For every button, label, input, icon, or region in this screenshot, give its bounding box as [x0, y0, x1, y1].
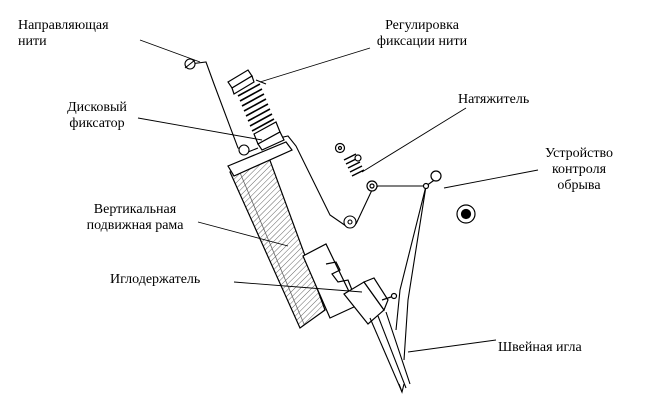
needle-holder-label: Иглодержатель: [110, 272, 200, 288]
tensioner-label: Натяжитель: [458, 92, 529, 108]
needle-holder: [302, 243, 398, 325]
disk-clamp-label-line1: Дисковый: [67, 100, 127, 115]
thread-guide: [184, 58, 196, 70]
disk-clamp-label: Дисковый фиксатор: [56, 100, 138, 132]
tensioner-spring: [334, 142, 378, 192]
break-control-device: [422, 170, 476, 224]
tension-adjust-label: Регулировка фиксации нити: [368, 18, 476, 50]
thread-guide-label-line2: нити: [18, 34, 47, 49]
thread-guide-label: Направляющая нити: [18, 18, 109, 50]
vertical-frame-label-line2: подвижная рама: [86, 218, 184, 233]
sewing-needle-label-line1: Швейная игла: [498, 340, 582, 355]
vertical-frame: [227, 141, 326, 329]
needle-holder-label-line1: Иглодержатель: [110, 272, 201, 287]
disk-clamp: [238, 144, 357, 229]
vertical-frame-label-line1: Вертикальная: [93, 202, 177, 217]
vertical-frame-label: Вертикальная подвижная рама: [82, 202, 188, 234]
break-control-label-line2: контроля: [551, 162, 607, 177]
break-control-label-line3: обрыва: [557, 178, 601, 193]
break-control-label-line1: Устройство: [544, 146, 614, 161]
tension-adjust-label-line1: Регулировка: [385, 18, 459, 33]
tension-adjust-spring: [227, 69, 285, 151]
break-control-label: Устройство контроля обрыва: [536, 146, 622, 194]
disk-clamp-label-line2: фиксатор: [69, 116, 125, 131]
leader-lines: [137, 39, 539, 353]
tension-adjust-label-line2: фиксации нити: [376, 34, 468, 49]
sewing-needle-label: Швейная игла: [498, 340, 582, 356]
thread-guide-label-line1: Направляющая: [18, 18, 109, 33]
sewing-needles: [369, 311, 411, 394]
tensioner-label-line1: Натяжитель: [458, 92, 530, 107]
